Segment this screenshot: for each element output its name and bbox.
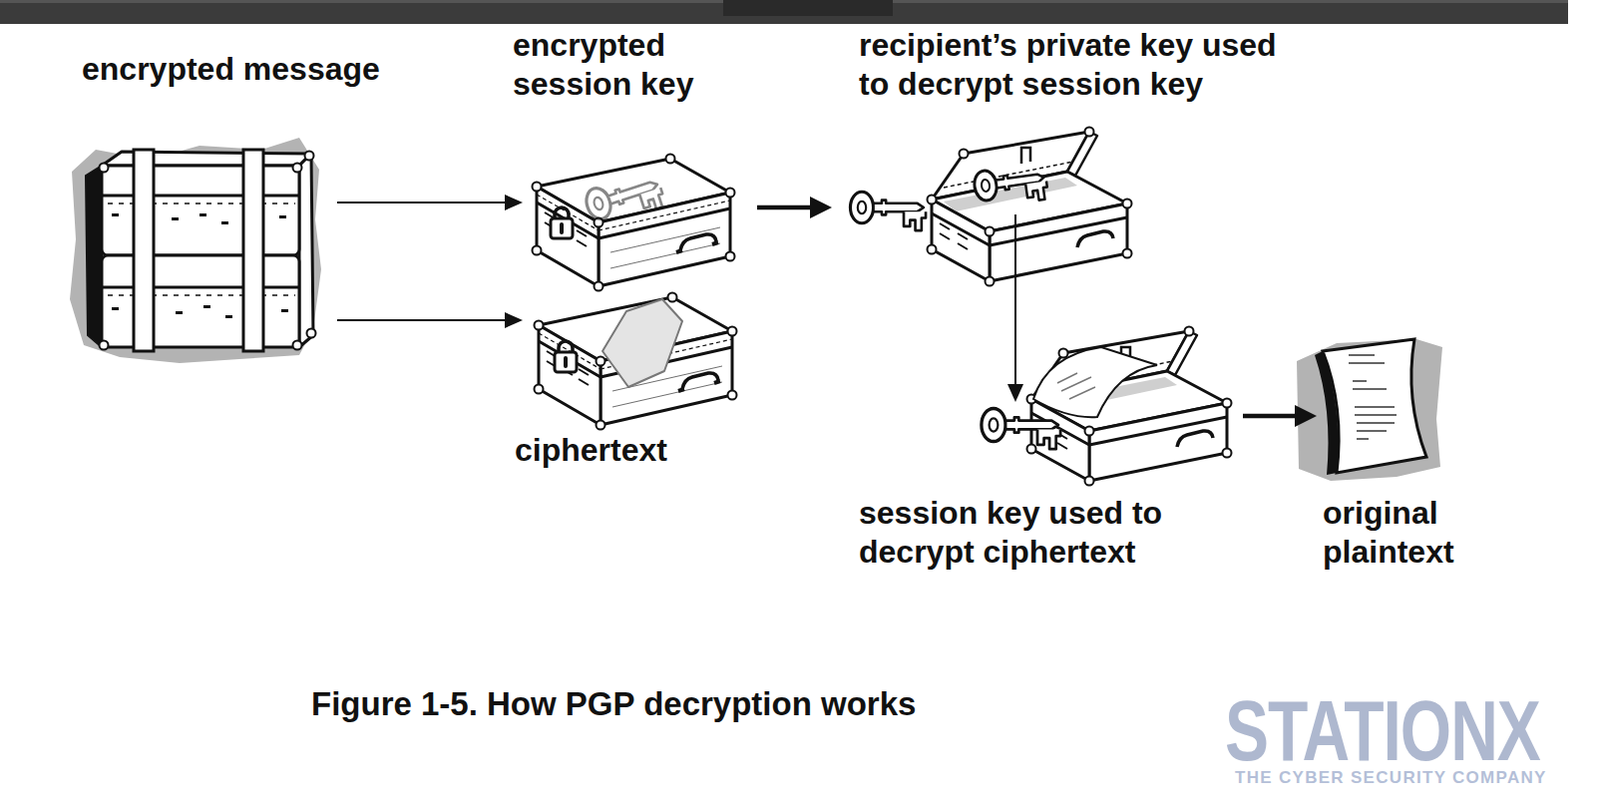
bundle-illustration [101, 255, 300, 348]
bundle-illustration [85, 165, 102, 348]
session-key-case [532, 154, 736, 292]
bundle-illustration [133, 149, 154, 352]
private-key-unlock [927, 127, 1133, 287]
bundle-illustration [293, 163, 303, 173]
bundle-illustration [111, 307, 119, 311]
toolbar-strip [0, 0, 1569, 24]
bundle-illustration [281, 309, 289, 313]
session-key-case [532, 154, 736, 292]
bundle-illustration [299, 153, 314, 348]
bundle-illustration [101, 195, 300, 288]
private-key-unlock [849, 127, 1132, 287]
bundle-illustration [279, 215, 287, 219]
toolbar-strip [0, 0, 1569, 24]
session-key-case [550, 207, 573, 239]
flow-arrow [1014, 214, 1017, 395]
bundle-illustration [225, 315, 233, 319]
ciphertext-case [602, 299, 683, 388]
flow-arrow [337, 201, 515, 204]
ciphertext-case [534, 293, 738, 430]
bundle-illustration [69, 137, 322, 364]
node-label: session key used to decrypt ciphertext [858, 493, 1189, 572]
illustration-node: original plaintext [1326, 342, 1475, 480]
bundle-illustration [293, 341, 303, 351]
ciphertext-case [554, 341, 577, 373]
bundle-illustration [171, 217, 179, 221]
illustration-node: ciphertext [532, 293, 736, 427]
flow-arrow [337, 319, 515, 322]
illustration-node: session key used to decrypt ciphertext [957, 403, 1230, 480]
node-label: ciphertext [514, 430, 668, 470]
watermark-tagline: THE CYBER SECURITY COMPANY [1234, 769, 1548, 787]
illustration-node: recipient’s private key used to decrypt … [846, 127, 1128, 215]
bundle-illustration [99, 163, 109, 173]
bundle-illustration [99, 151, 317, 351]
node-label: encrypted session key [512, 25, 753, 104]
plaintext-document [1348, 355, 1397, 439]
bundle-illustration [203, 305, 211, 309]
node-label: original plaintext [1322, 493, 1493, 572]
toolbar-strip [723, 0, 893, 16]
watermark-logo: STATIONX [1224, 687, 1541, 774]
bundle-illustration [307, 329, 317, 339]
session-key-unlock [1027, 327, 1232, 486]
illustration-node: encrypted message [69, 142, 322, 363]
bundle-illustration [243, 149, 264, 352]
bundle-illustration [199, 213, 207, 217]
flow-arrow [757, 205, 822, 211]
bundle-illustration [111, 213, 119, 217]
bundle-illustration [221, 221, 229, 225]
node-label: encrypted message [81, 49, 381, 89]
plaintext-document [1322, 339, 1427, 473]
private-key-unlock [849, 191, 926, 231]
session-key-unlock [981, 327, 1232, 486]
figure-caption: Figure 1-5. How PGP decryption works [311, 684, 916, 725]
flow-arrow [1242, 413, 1307, 419]
bundle-illustration [101, 165, 300, 256]
session-key-unlock [1057, 373, 1096, 400]
session-key-unlock [981, 408, 1061, 450]
node-label: recipient’s private key used to decrypt … [858, 25, 1298, 104]
illustration-node: encrypted session key [530, 152, 736, 289]
private-key-unlock [972, 162, 1049, 210]
session-key-case [582, 168, 667, 229]
ciphertext-case [534, 293, 738, 430]
bundle-illustration [69, 137, 322, 364]
bundle-illustration [175, 311, 183, 315]
plaintext-document [1296, 339, 1443, 481]
plaintext-document [1296, 339, 1443, 481]
plaintext-document [1314, 351, 1338, 475]
session-key-unlock [1033, 347, 1158, 417]
bundle-illustration [305, 151, 315, 161]
bundle-illustration [99, 341, 109, 351]
